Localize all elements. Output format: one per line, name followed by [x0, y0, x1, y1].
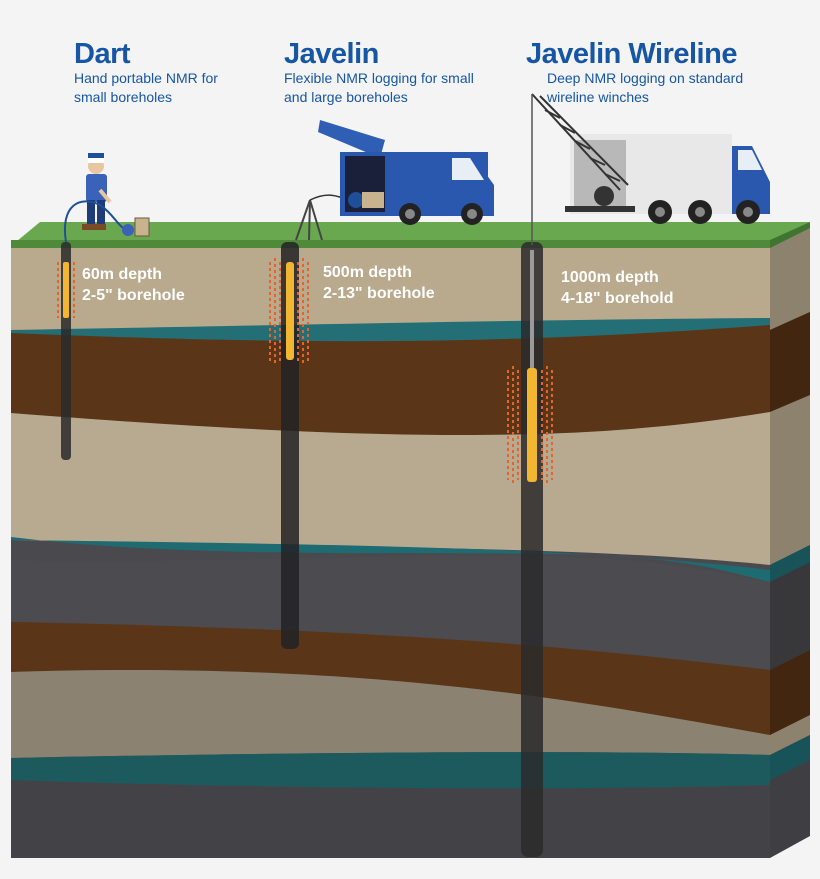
dart-cable: [63, 200, 129, 243]
dart-spool: [122, 217, 150, 237]
wireline-nmr-signal: [507, 366, 553, 484]
wireline-borehole-label: 4-18" borehold: [561, 290, 674, 307]
dart-nmr-tool: [63, 262, 69, 318]
javelin-van: [318, 120, 494, 225]
side-teal: [770, 545, 810, 582]
wireline-depth-label: 1000m depth: [561, 269, 659, 286]
wireline-truck: [565, 134, 770, 224]
side-brown-1: [770, 312, 810, 412]
side-brown-2: [770, 650, 810, 735]
javelin-borehole: [281, 242, 299, 649]
dart-description-line1: Hand portable NMR for: [74, 70, 218, 86]
side-sand-top: [770, 224, 810, 330]
side-grey: [770, 562, 810, 670]
wireline-nmr-tool: [527, 368, 537, 482]
layer-teal-2: [11, 537, 770, 582]
layer-brown-2: [11, 622, 770, 735]
dart-depth-label: 60m depth: [82, 266, 163, 283]
layer-teal-3: [11, 752, 770, 790]
javelin-tripod: [295, 199, 323, 241]
javelin-wireline-description-line2: wireline winches: [547, 89, 649, 105]
dart-title: Dart: [74, 38, 131, 70]
javelin-description-line2: and large boreholes: [284, 89, 408, 105]
javelin-wireline-description-line1: Deep NMR logging on standard: [547, 70, 744, 86]
dart-description-line2: small boreholes: [74, 89, 173, 105]
javelin-nmr-tool: [286, 262, 294, 360]
wireline-cable: [530, 250, 534, 370]
dart-operator: [82, 153, 112, 230]
layer-sand-top: [11, 246, 770, 337]
javelin-borehole-label: 2-13" borehole: [323, 285, 435, 302]
side-sand-2: [770, 395, 810, 565]
layer-sand-2: [11, 412, 770, 565]
javelin-wireline-title: Javelin Wireline: [526, 38, 737, 70]
layer-grey: [11, 555, 770, 670]
layer-sand-3: [11, 670, 770, 758]
javelin-title: Javelin: [284, 38, 379, 70]
wireline-crane: [531, 93, 629, 191]
javelin-depth-label: 500m depth: [323, 264, 412, 281]
dart-borehole-label: 2-5" borehole: [82, 287, 185, 304]
layer-brown-1: [11, 325, 770, 436]
wireline-borehole: [521, 242, 543, 857]
grass-edge: [11, 240, 770, 248]
side-sand-3: [770, 715, 810, 755]
javelin-nmr-signal: [269, 258, 309, 366]
grass-side-edge: [770, 222, 810, 248]
javelin-description-line1: Flexible NMR logging for small: [284, 70, 474, 86]
side-teal-2: [770, 735, 810, 780]
layer-bottom-grey: [11, 780, 770, 858]
